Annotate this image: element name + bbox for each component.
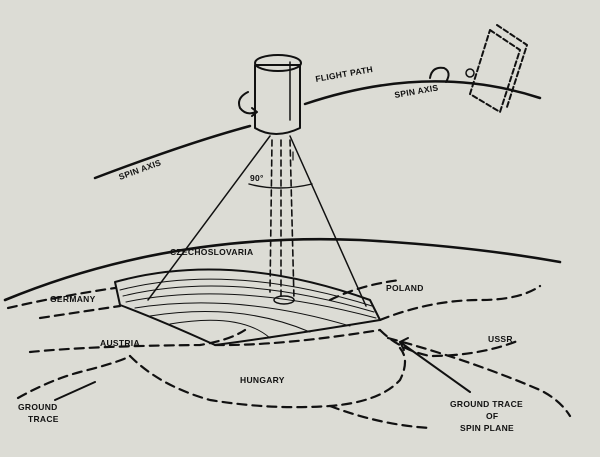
view-cone-left — [147, 135, 271, 301]
spin-plane-beam — [269, 139, 295, 301]
satellite-future-position — [465, 24, 528, 113]
label-hungary: HUNGARY — [240, 375, 285, 385]
ground-trace-leader-left — [54, 381, 96, 401]
label-ground-trace-right-1: GROUND TRACE — [450, 399, 523, 409]
spin-arrow-head-left — [251, 107, 258, 117]
view-cone-right — [289, 135, 367, 307]
satellite-icon — [254, 54, 302, 135]
label-ussr: USSR — [488, 334, 513, 344]
label-ground-trace-left-2: TRACE — [28, 414, 59, 424]
label-flight-path: FLIGHT PATH — [315, 64, 374, 84]
earth-horizon — [3, 237, 562, 302]
country-borders — [6, 278, 572, 430]
label-poland: POLAND — [386, 283, 424, 293]
label-spin-axis-right: SPIN AXIS — [394, 82, 440, 100]
label-germany: GERMANY — [50, 294, 96, 304]
label-angle: 90° — [250, 173, 264, 183]
angle-arc — [248, 183, 313, 189]
spin-rotation-arrow-right — [429, 66, 450, 83]
label-ground-trace-left-1: GROUND — [18, 402, 58, 412]
label-czechoslovakia: CZECHOSLOVARIA — [170, 247, 253, 257]
label-austria: AUSTRIA — [100, 338, 140, 348]
label-ground-trace-right-3: SPIN PLANE — [460, 423, 514, 433]
label-ground-trace-right-2: OF — [486, 411, 498, 421]
scanned-swath — [114, 268, 381, 346]
ground-trace-arrow-head — [399, 337, 409, 351]
spin-rotation-arrow-left — [238, 91, 257, 115]
ground-trace-leader-right — [399, 341, 471, 393]
